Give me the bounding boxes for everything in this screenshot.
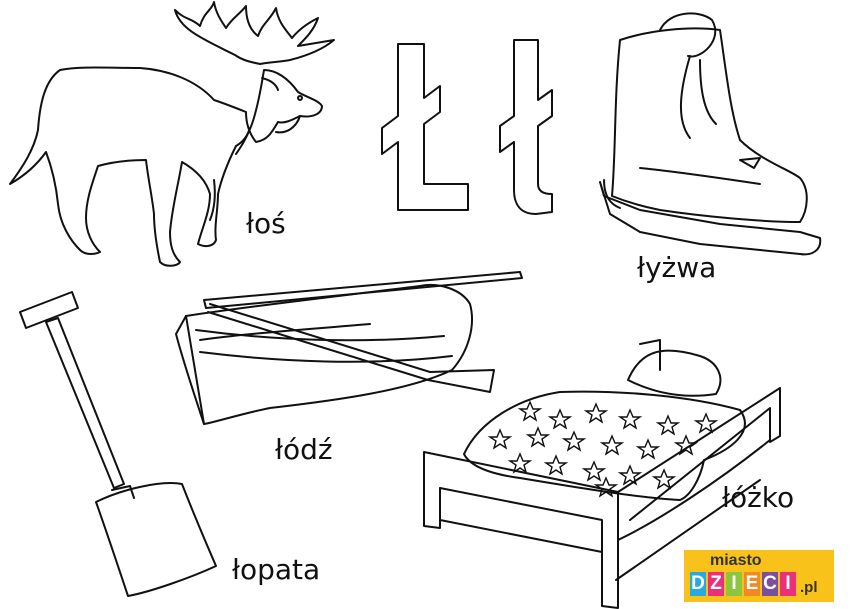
label-skate: łyżwa [637, 251, 717, 284]
skate-drawing [599, 12, 822, 256]
logo-tile: C [762, 572, 778, 596]
logo-tile: I [726, 572, 742, 596]
logo-domain: .pl [800, 579, 818, 596]
label-bed: łóżko [722, 481, 795, 514]
letter-upper-text: Ł [380, 30, 476, 200]
blanket-stars [487, 400, 719, 498]
letter-outlines [381, 39, 553, 215]
logo-tiles: D Z I E C I .pl [690, 572, 818, 596]
label-boat: łódź [275, 433, 333, 466]
logo-tile: Z [708, 572, 724, 596]
shovel-drawing [19, 291, 217, 597]
logo-tile: E [744, 572, 760, 596]
moose-drawing [9, 1, 335, 267]
label-shovel: łopata [232, 553, 321, 586]
boat-drawing [175, 271, 523, 425]
logo-top-text: miasto [710, 552, 762, 569]
logo-tile: D [690, 572, 706, 596]
logo-tile: I [780, 572, 796, 596]
letter-lower-text: ł [496, 30, 544, 200]
bed-drawing [423, 339, 781, 609]
label-moose: łoś [246, 207, 286, 240]
miasto-dzieci-logo[interactable]: miasto D Z I E C I .pl [684, 550, 834, 602]
